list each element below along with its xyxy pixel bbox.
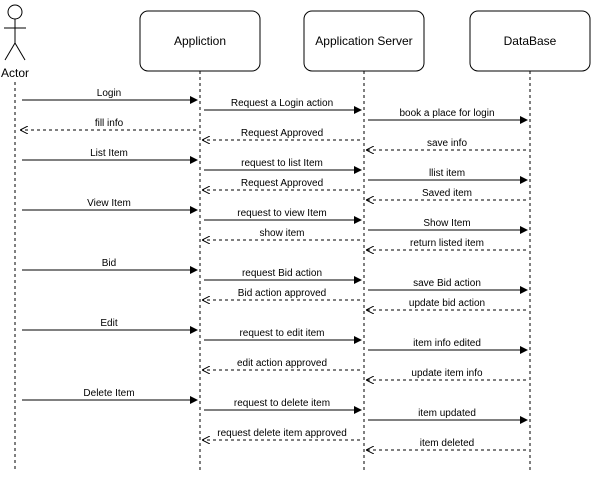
message-label: book a place for login (399, 108, 494, 119)
participant-database: DataBase (469, 10, 591, 72)
message: View Item (22, 198, 198, 214)
message-label: View Item (87, 198, 131, 209)
message-label: save Bid action (413, 278, 481, 289)
actor-head (7, 4, 23, 20)
message: book a place for login (368, 108, 528, 124)
message-label: Bid (102, 258, 116, 269)
message-label: Saved item (422, 188, 472, 199)
message: Saved item (367, 188, 526, 200)
message: request to delete item (204, 398, 362, 414)
message-label: Show Item (423, 218, 470, 229)
message: llist item (368, 168, 528, 184)
actor-left-leg (4, 42, 16, 61)
message: Request Approved (203, 178, 360, 190)
message-label: show item (259, 228, 304, 239)
message: request to edit item (204, 328, 362, 344)
message: update bid action (367, 298, 526, 310)
message-label: update bid action (409, 298, 485, 309)
message-label: Request a Login action (231, 98, 333, 109)
actor-label: Actor (1, 66, 29, 80)
message: List Item (22, 148, 198, 164)
message-label: return listed item (410, 238, 484, 249)
message: item updated (368, 408, 528, 424)
message-label: Edit (100, 318, 117, 329)
message: request to view Item (204, 208, 362, 224)
participant-label-application: Appliction (174, 34, 226, 48)
message-label: Delete Item (83, 388, 134, 399)
message: save info (367, 138, 526, 150)
message-label: request to list Item (241, 158, 323, 169)
message-label: Request Approved (241, 178, 323, 189)
message-label: edit action approved (237, 358, 327, 369)
message-label: Bid action approved (238, 288, 326, 299)
message: request delete item approved (203, 428, 360, 440)
participant-label-database: DataBase (504, 34, 557, 48)
message: update item info (367, 368, 526, 380)
participant-application: Appliction (139, 10, 261, 72)
message-label: request delete item approved (217, 428, 347, 439)
message-label: fill info (95, 118, 124, 129)
message: Show Item (368, 218, 528, 234)
message-label: request Bid action (242, 268, 322, 279)
message-label: Login (97, 88, 121, 99)
message: fill info (21, 118, 196, 130)
message: show item (203, 228, 360, 240)
actor-right-leg (14, 42, 26, 61)
message-label: item info edited (413, 338, 481, 349)
message: edit action approved (203, 358, 360, 370)
message-label: request to view Item (237, 208, 326, 219)
actor-figure: Actor (1, 4, 29, 80)
message: item deleted (367, 438, 526, 450)
message-label: List Item (90, 148, 128, 159)
message: Request a Login action (204, 98, 362, 114)
message: Edit (22, 318, 198, 334)
message-label: Request Approved (241, 128, 323, 139)
message-label: item deleted (420, 438, 474, 449)
message: Login (22, 88, 198, 104)
message: Bid action approved (203, 288, 360, 300)
message-label: llist item (429, 168, 465, 179)
message: Bid (22, 258, 198, 274)
message: request Bid action (204, 268, 362, 284)
message-label: item updated (418, 408, 476, 419)
message-label: request to delete item (234, 398, 330, 409)
message: request to list Item (204, 158, 362, 174)
participant-label-application-server: Application Server (315, 34, 412, 48)
message-label: request to edit item (239, 328, 324, 339)
message: Request Approved (203, 128, 360, 140)
participant-application-server: Application Server (303, 10, 425, 72)
message-label: save info (427, 138, 467, 149)
message-label: update item info (411, 368, 483, 379)
message: Delete Item (22, 388, 198, 404)
message: item info edited (368, 338, 528, 354)
message: return listed item (367, 238, 526, 250)
message: save Bid action (368, 278, 528, 294)
